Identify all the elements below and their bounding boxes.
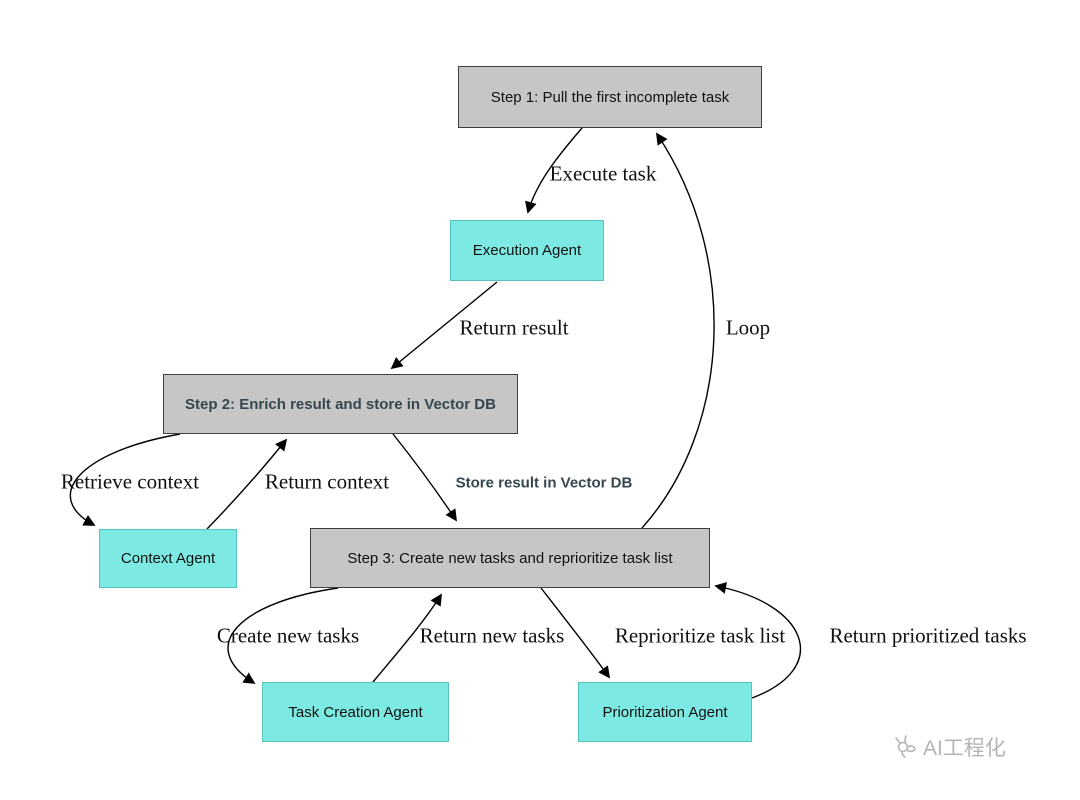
edge-label-return-context: Return context xyxy=(264,469,390,494)
edge-label-retrieve-context: Retrieve context xyxy=(60,469,200,494)
edge-store-result xyxy=(392,433,457,522)
edge-label-execute-task: Execute task xyxy=(549,161,657,186)
edge-loop xyxy=(641,132,715,529)
node-execution-agent: Execution Agent xyxy=(450,220,604,281)
node-step3-label: Step 3: Create new tasks and reprioritiz… xyxy=(347,549,673,567)
node-step3: Step 3: Create new tasks and reprioritiz… xyxy=(310,528,710,588)
node-step2: Step 2: Enrich result and store in Vecto… xyxy=(163,374,518,434)
edge-create-new-tasks xyxy=(227,587,339,684)
edge-reprioritize-task-list xyxy=(540,587,611,679)
edge-label-create-new-tasks: Create new tasks xyxy=(216,623,360,648)
node-execution-agent-label: Execution Agent xyxy=(472,242,582,259)
edge-return-result xyxy=(390,281,498,370)
edge-label-reprioritize-task-list: Reprioritize task list xyxy=(614,623,786,648)
node-step1-label: Step 1: Pull the first incomplete task xyxy=(490,88,730,106)
node-prioritization-agent: Prioritization Agent xyxy=(578,682,752,742)
edge-return-prioritized-tasks xyxy=(714,582,801,699)
node-context-agent: Context Agent xyxy=(99,529,237,588)
node-step1: Step 1: Pull the first incomplete task xyxy=(458,66,762,128)
node-task-creation-agent-label: Task Creation Agent xyxy=(288,703,423,721)
edge-label-store-result: Store result in Vector DB xyxy=(455,474,633,492)
bee-icon xyxy=(895,735,916,758)
edge-label-return-result: Return result xyxy=(459,315,569,340)
edge-label-loop: Loop xyxy=(725,315,771,340)
edge-return-new-tasks xyxy=(372,593,442,683)
node-task-creation-agent: Task Creation Agent xyxy=(262,682,449,742)
edge-execute-task xyxy=(525,127,583,214)
node-context-agent-label: Context Agent xyxy=(120,550,216,567)
edge-label-return-new-tasks: Return new tasks xyxy=(419,623,565,648)
node-prioritization-agent-label: Prioritization Agent xyxy=(602,703,728,721)
edge-label-return-prioritized-tasks: Return prioritized tasks xyxy=(829,623,1027,648)
node-step2-label: Step 2: Enrich result and store in Vecto… xyxy=(185,395,496,413)
watermark-text: AI工程化 xyxy=(923,737,1006,760)
edge-retrieve-context xyxy=(69,433,181,526)
watermark: AI工程化 xyxy=(893,732,1006,762)
edge-return-context xyxy=(206,438,288,530)
